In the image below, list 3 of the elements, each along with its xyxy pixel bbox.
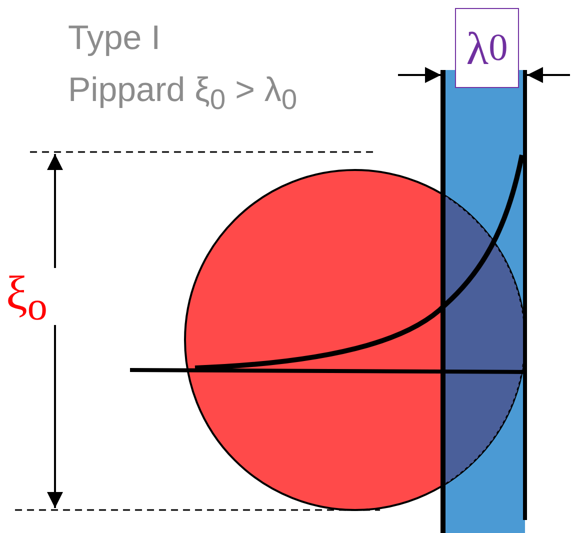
condition-label: Pippard ξ$_{0}$ > λ$_{0}$ [68, 70, 298, 118]
type-label: Type I [68, 18, 161, 58]
coherence-length-label: ξ$_{o}$ [6, 268, 48, 331]
